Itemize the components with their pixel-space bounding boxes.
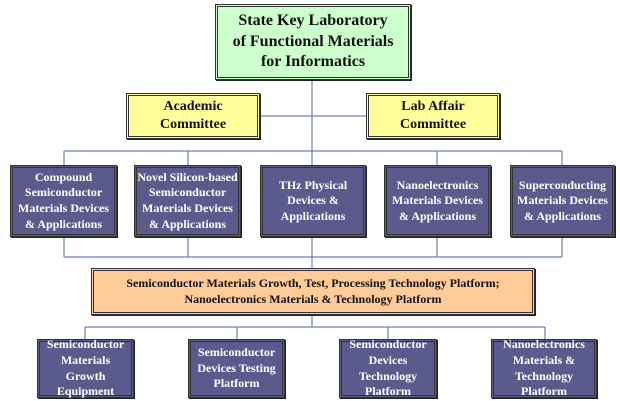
research-area-label: Superconducting Materials Devices & Appl…: [517, 177, 608, 223]
research-area-box: Nanoelectronics Materials Devices & Appl…: [384, 165, 491, 237]
sub-platform-box: Semiconductor Devices Technology Platfor…: [339, 337, 437, 399]
research-area-box: Novel Silicon-based Semiconductor Materi…: [134, 165, 241, 237]
lab-affair-committee-label: Lab Affair Committee: [399, 98, 467, 132]
lab-title-box: State Key Laboratory of Functional Mater…: [215, 4, 411, 80]
sub-platform-label: Semiconductor Devices Testing Platform: [197, 345, 276, 391]
sub-platform-label: Semiconductor Devices Technology Platfor…: [349, 337, 427, 399]
platform-box: Semiconductor Materials Growth, Test, Pr…: [91, 268, 535, 315]
academic-committee-label: Academic Committee: [159, 98, 227, 132]
platform-label: Semiconductor Materials Growth, Test, Pr…: [126, 275, 500, 306]
research-area-label: Nanoelectronics Materials Devices & Appl…: [392, 177, 483, 223]
lab-title: State Key Laboratory of Functional Mater…: [232, 11, 394, 71]
sub-platform-box: Semiconductor Materials Growth Equipment: [37, 337, 134, 399]
sub-platform-box: Nanoelectronics Materials & Technology P…: [491, 337, 597, 399]
research-area-box: Superconducting Materials Devices & Appl…: [510, 165, 615, 237]
research-area-box: Compound Semiconductor Materials Devices…: [10, 165, 117, 237]
sub-platform-box: Semiconductor Devices Testing Platform: [188, 339, 285, 398]
research-area-box: THz Physical Devices & Applications: [260, 165, 366, 237]
research-area-label: Compound Semiconductor Materials Devices…: [18, 169, 109, 231]
research-area-label: Novel Silicon-based Semiconductor Materi…: [137, 169, 238, 231]
academic-committee-box: Academic Committee: [126, 93, 260, 139]
sub-platform-label: Nanoelectronics Materials & Technology P…: [503, 337, 585, 399]
sub-platform-label: Semiconductor Materials Growth Equipment: [46, 337, 125, 399]
lab-affair-committee-box: Lab Affair Committee: [366, 93, 500, 139]
research-area-label: THz Physical Devices & Applications: [278, 177, 348, 223]
